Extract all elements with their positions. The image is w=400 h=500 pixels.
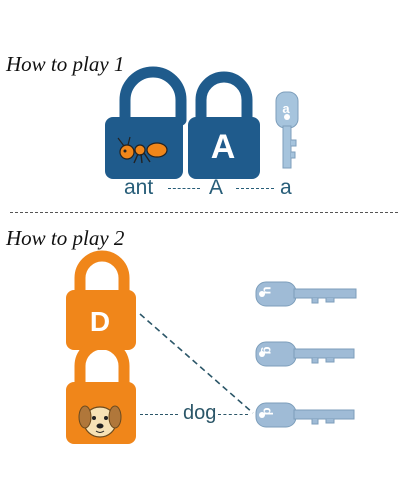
example-upper: A [209, 176, 224, 199]
section-divider [10, 212, 398, 213]
key-a[interactable] [275, 91, 299, 169]
example-word: ant [124, 176, 154, 199]
letter-lock-D[interactable] [66, 250, 136, 350]
section-1-heading: How to play 1 [6, 52, 125, 76]
ant-icon [117, 136, 168, 164]
letter-lock-A[interactable] [188, 71, 260, 179]
key-g[interactable] [255, 341, 355, 367]
example-dash [140, 414, 178, 415]
lock-letter-D: D [89, 306, 111, 337]
ant-lock[interactable] [105, 66, 187, 179]
dog-lock[interactable] [66, 338, 136, 444]
dog-icon [78, 405, 122, 438]
key-letter-d: d [260, 407, 276, 416]
section-2-heading: How to play 2 [6, 226, 125, 250]
connector-line [139, 313, 254, 414]
example-dash [168, 188, 200, 189]
key-letter-g: g [260, 346, 276, 355]
example-lower: a [280, 176, 292, 199]
lock-letter-A: A [210, 128, 236, 166]
example-dash [218, 414, 248, 415]
key-u[interactable] [255, 281, 357, 307]
key-letter-a: a [282, 101, 290, 116]
example-dash [236, 188, 274, 189]
key-letter-u: u [260, 286, 276, 295]
example-word-dog: dog [183, 402, 217, 424]
key-d[interactable] [255, 402, 355, 428]
